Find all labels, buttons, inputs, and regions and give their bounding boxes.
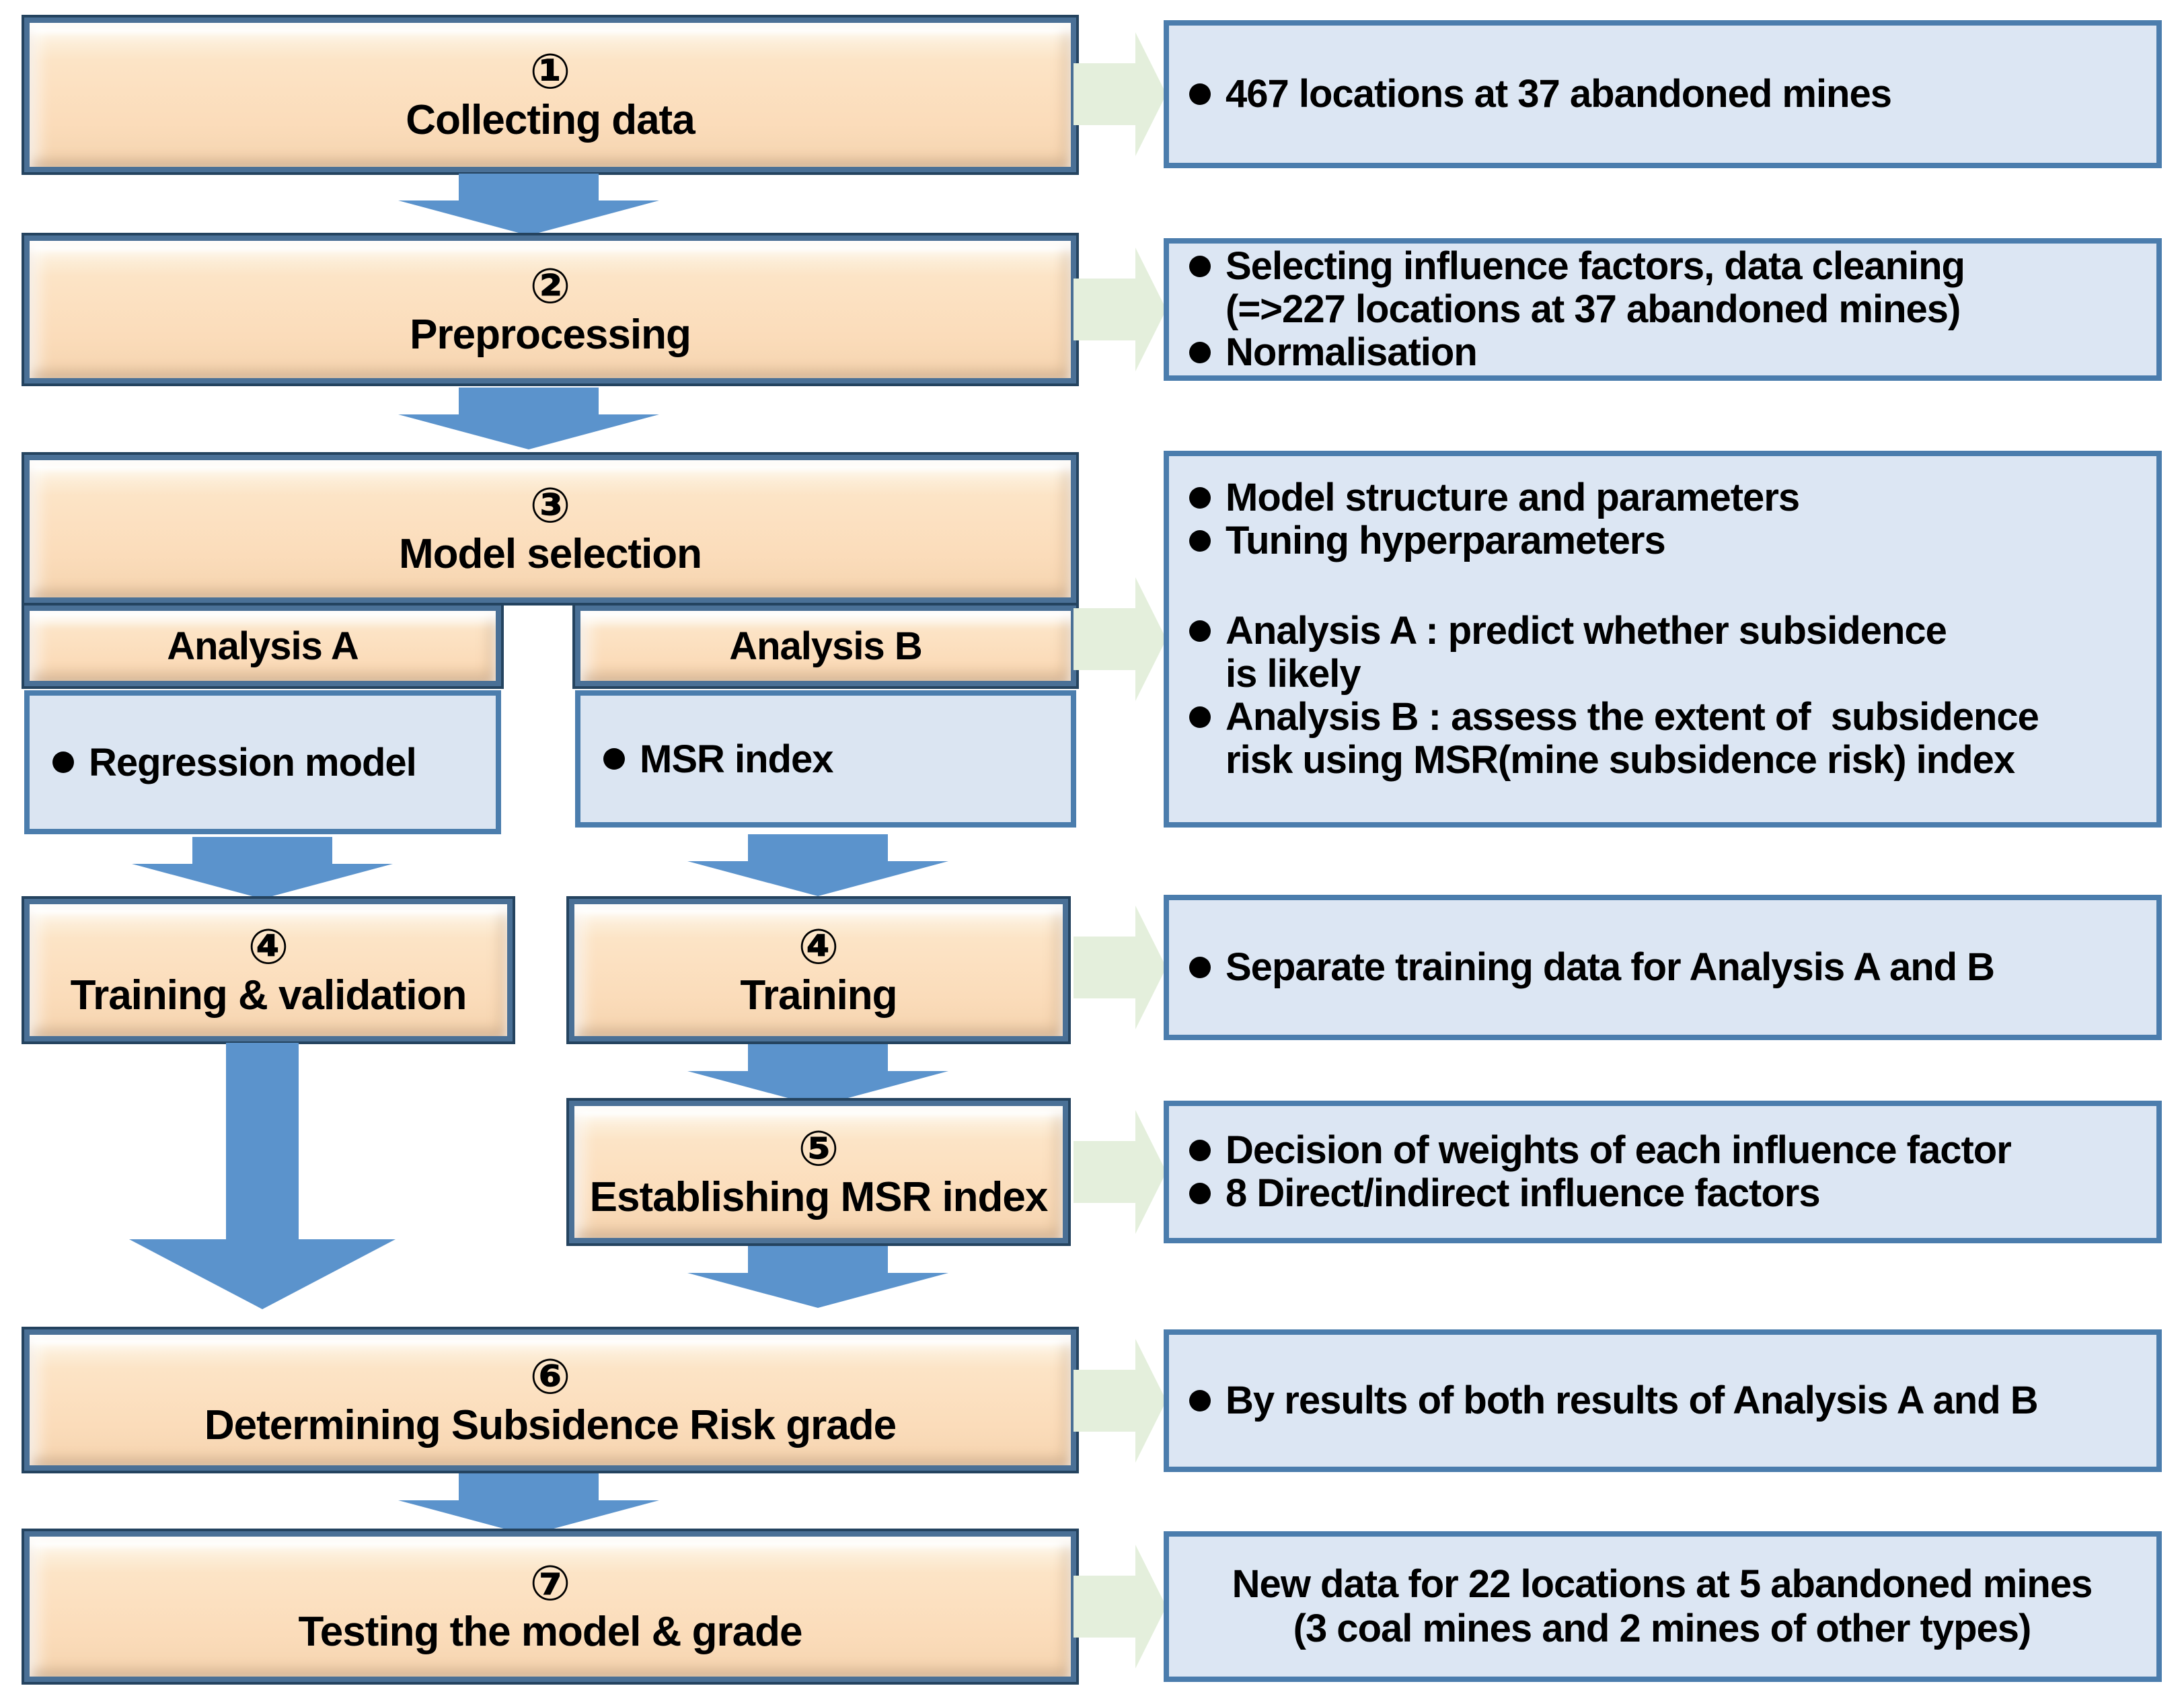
green-arrow-6 <box>1074 1339 1166 1463</box>
note-text: Analysis B : assess the extent of subsid… <box>1226 695 2039 782</box>
step-label: Establishing MSR index <box>589 1173 1049 1220</box>
note-text: Analysis A : predict whether subsidence … <box>1226 609 1947 696</box>
analysis-b-label: Analysis B <box>729 624 923 668</box>
note-box-5: Decision of weights of each influence fa… <box>1164 1101 2162 1243</box>
note-box-6: By results of both results of Analysis A… <box>1164 1329 2162 1472</box>
note-box-7: New data for 22 locations at 5 abandoned… <box>1164 1531 2162 1682</box>
bullet-dot <box>1189 487 1211 509</box>
note-text: Selecting influence factors, data cleani… <box>1226 244 1965 331</box>
down-arrow-training <box>687 1044 948 1106</box>
green-arrow-2 <box>1074 248 1166 371</box>
note-box-2: Selecting influence factors, data cleani… <box>1164 238 2162 381</box>
analysis-a-header: Analysis A <box>24 606 501 686</box>
step-box-establishing-msr-index: ⑤ Establishing MSR index <box>569 1101 1068 1243</box>
step-box-model-selection: ③ Model selection <box>24 455 1076 603</box>
green-arrow-7 <box>1074 1545 1166 1668</box>
note-text: Decision of weights of each influence fa… <box>1226 1128 2012 1172</box>
step-label: Preprocessing <box>410 311 691 358</box>
step-number: ④ <box>798 918 839 975</box>
note-text: By results of both results of Analysis A… <box>1226 1379 2039 1422</box>
down-arrow-6 <box>398 1473 659 1535</box>
bullet-dot <box>1189 83 1211 105</box>
analysis-b-method-box: MSR index <box>575 690 1076 828</box>
step-number: ① <box>529 42 571 100</box>
step-box-testing-model-grade: ⑦ Testing the model & grade <box>24 1531 1076 1682</box>
step-box-collecting-data: ① Collecting data <box>24 17 1076 172</box>
green-arrow-3 <box>1074 577 1166 701</box>
down-arrow-analysis-a <box>132 837 393 899</box>
step-number: ③ <box>529 476 571 534</box>
analysis-a-method: Regression model <box>89 740 417 784</box>
step-number: ⑦ <box>529 1554 571 1611</box>
note-text: 467 locations at 37 abandoned mines <box>1226 72 1892 116</box>
note-text: Model structure and parameters <box>1226 476 1800 519</box>
bullet-dot <box>1189 256 1211 277</box>
step-number: ④ <box>248 918 289 975</box>
note-box-3: Model structure and parameters Tuning hy… <box>1164 451 2162 828</box>
analysis-a-method-box: Regression model <box>24 690 501 834</box>
note-text: Separate training data for Analysis A an… <box>1226 945 1995 989</box>
step-box-preprocessing: ② Preprocessing <box>24 235 1076 383</box>
bullet-dot <box>1189 342 1211 363</box>
note-box-4: Separate training data for Analysis A an… <box>1164 895 2162 1040</box>
green-arrow-5 <box>1074 1110 1166 1234</box>
step-label: Testing the model & grade <box>298 1608 803 1655</box>
step-label: Training & validation <box>70 971 467 1019</box>
analysis-a-label: Analysis A <box>167 624 359 668</box>
down-arrow-msr-index <box>687 1246 948 1308</box>
step-label: Determining Subsidence Risk grade <box>204 1401 897 1448</box>
long-down-arrow-training-validation <box>129 1043 396 1309</box>
note-text: 8 Direct/indirect influence factors <box>1226 1171 1821 1215</box>
note-text: Tuning hyperparameters <box>1226 519 1666 562</box>
bullet-dot <box>1189 620 1211 642</box>
down-arrow-analysis-b <box>687 834 948 896</box>
bullet-dot <box>1189 1140 1211 1161</box>
step-box-training: ④ Training <box>569 899 1068 1041</box>
step-number: ⑤ <box>798 1120 839 1177</box>
bullet-dot <box>1189 1183 1211 1204</box>
note-text: Normalisation <box>1226 330 1478 374</box>
note-spacer <box>1187 562 2138 610</box>
down-arrow-2 <box>398 388 659 449</box>
analysis-b-method: MSR index <box>640 737 833 781</box>
step-box-determining-risk-grade: ⑥ Determining Subsidence Risk grade <box>24 1329 1076 1471</box>
step-number: ② <box>529 257 571 314</box>
step-number: ⑥ <box>529 1348 571 1405</box>
step-label: Collecting data <box>406 96 695 143</box>
bullet-dot <box>1189 1390 1211 1411</box>
step-label: Model selection <box>398 530 702 577</box>
green-arrow-4 <box>1074 906 1166 1029</box>
green-arrow-1 <box>1074 32 1166 156</box>
bullet-dot <box>52 751 74 773</box>
analysis-b-header: Analysis B <box>575 606 1076 686</box>
bullet-dot <box>1189 706 1211 728</box>
bullet-dot <box>1189 957 1211 978</box>
note-text: New data for 22 locations at 5 abandoned… <box>1232 1562 2093 1650</box>
bullet-dot <box>1189 530 1211 552</box>
down-arrow-1 <box>398 174 659 235</box>
bullet-dot <box>603 748 625 770</box>
note-box-1: 467 locations at 37 abandoned mines <box>1164 20 2162 168</box>
step-box-training-validation: ④ Training & validation <box>24 899 513 1041</box>
step-label: Training <box>740 971 897 1019</box>
